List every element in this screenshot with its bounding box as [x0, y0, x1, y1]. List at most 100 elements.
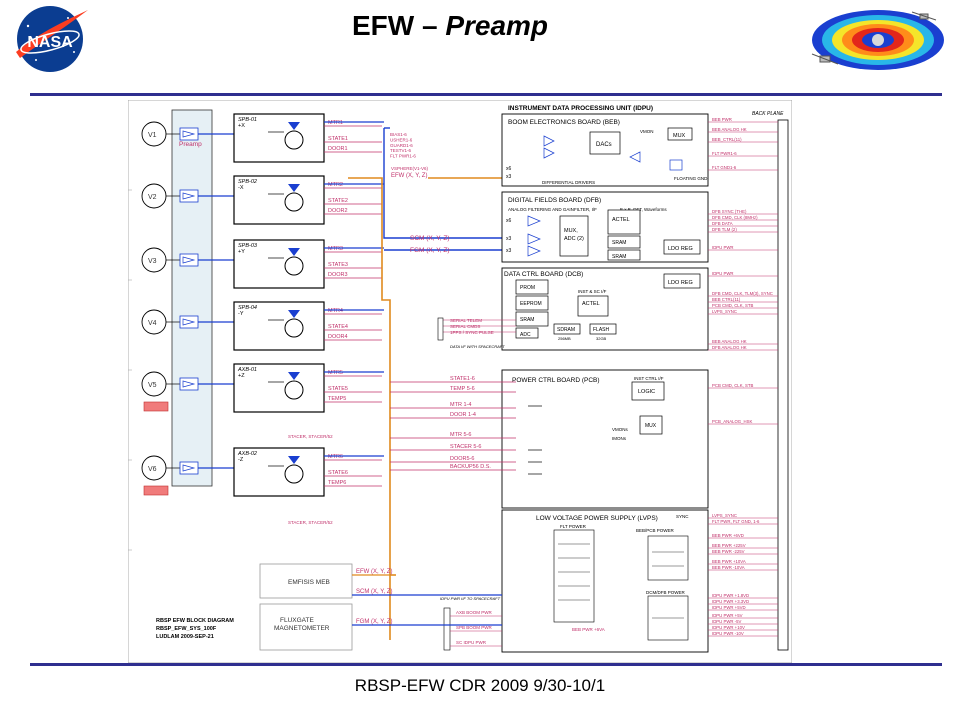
output-label-dcb: BEB CTRL(11) — [712, 297, 741, 302]
magnetometer-label: MAGNETOMETER — [274, 625, 330, 632]
output-label-beb: BEB_CTRL(11) — [712, 137, 742, 142]
dcb-serial-label: SERIAL TELEM — [450, 318, 482, 323]
preamp-amp — [182, 318, 196, 326]
dcb-sdram-size: 256MB — [558, 336, 571, 341]
diode-icon — [288, 372, 300, 380]
lvps-title: LOW VOLTAGE POWER SUPPLY (LVPS) — [536, 515, 658, 522]
beb-x6: x6 — [506, 166, 512, 172]
motor-circle — [284, 192, 304, 212]
dfb-analog: ANALOG FILTERING AND GAIN — [508, 207, 574, 212]
block-diagram-title: RBSP EFW BLOCK DIAGRAM — [156, 618, 234, 624]
output-label-lvps: IDPU PWR +5V — [712, 613, 743, 618]
stacer-heater — [143, 401, 169, 412]
pcb-logic: LOGIC — [638, 389, 655, 395]
dfb-sram-2: SRAM — [612, 254, 626, 260]
signal-label-mtr: MTR1 — [328, 120, 343, 126]
diode-icon — [288, 184, 300, 192]
stacer-label-1: STACER, STACER/52 — [288, 434, 333, 439]
boom-axis: +X — [238, 123, 245, 129]
dfb-mux: MUX, — [564, 228, 578, 234]
sensor-label: V5 — [148, 382, 157, 389]
diode-icon — [288, 310, 300, 318]
dcb-inst: INST & SC I/F — [578, 289, 607, 294]
pcb-line-label: TEMP 5-6 — [450, 386, 475, 392]
boom-box — [233, 175, 325, 225]
signal-label-last: DOOR1 — [328, 146, 348, 152]
output-label-beb: FLT PWR1-6 — [712, 151, 737, 156]
dfb-filter: FILTER, I/F — [574, 207, 597, 212]
beb-input-label: BIAS1-6 — [390, 132, 407, 137]
svg-text:NASA: NASA — [27, 34, 73, 51]
lvps-input-label: AXB BOOM PWR — [456, 610, 493, 615]
diode-icon — [288, 456, 300, 464]
header-divider — [30, 93, 942, 96]
output-label-dcb: IDPU PWR — [712, 271, 734, 276]
signal-label-state: STATE5 — [328, 386, 348, 392]
beb-x3: x3 — [506, 174, 512, 180]
dcb-flash-size: 32GB — [596, 336, 607, 341]
lvps-if-label: IDPU PWR I/F TO SPACECRAFT — [440, 596, 501, 601]
emfisis-meb: EMFISIS MEB — [288, 579, 330, 586]
dfb-sram: SRAM — [612, 240, 626, 246]
signal-label-mtr: MTR2 — [328, 182, 343, 188]
lvps-bebpcb-label: BEB/PCB POWER — [636, 528, 675, 533]
preamp-amp — [182, 192, 196, 200]
output-label-beb: BEB ANALOG HK — [712, 127, 747, 132]
dfb-x3a: x3 — [506, 236, 512, 242]
signal-label-mtr: MTR4 — [328, 308, 343, 314]
beb-input-label: FLT PWR1-6 — [390, 154, 416, 159]
pcb-line-label: STACER 5-6 — [450, 444, 481, 450]
scm-output-label: SCM (X, Y, Z) — [356, 589, 392, 595]
sensor-label: V4 — [148, 320, 157, 327]
beb-dacs: DACs — [596, 142, 612, 148]
boom-axis: -Y — [238, 311, 244, 317]
output-label-lvps: FLT PWR, FLT GND, 1-6 — [712, 519, 760, 524]
dfb-x3b: x3 — [506, 248, 512, 254]
lvps-input-label: SPB BOOM PWR — [456, 625, 493, 630]
boom-name: SPB-01 — [238, 117, 257, 123]
efw-output-label: EFW (X, Y, Z) — [356, 569, 392, 575]
dfb-actel: ACTEL — [612, 217, 630, 223]
pcb-inst: INST CTRL I/F — [634, 376, 664, 381]
output-label-lvps: IDPU PWR -10V — [712, 631, 744, 636]
dcb-sdram: SDRAM — [557, 327, 575, 333]
preamp-amp — [182, 464, 196, 472]
dcb-title: DATA CTRL BOARD (DCB) — [504, 271, 583, 278]
stacer-heater — [143, 485, 169, 496]
boom-axis: +Y — [238, 249, 245, 255]
dcb-adc: ADC — [520, 332, 531, 338]
pcb-line-label: DOOR5-6 — [450, 456, 474, 462]
dfb-title: DIGITAL FIELDS BOARD (DFB) — [508, 197, 601, 204]
boom-name: SPB-03 — [238, 243, 258, 249]
signal-label-state: STATE1 — [328, 136, 348, 142]
boom-name: SPB-02 — [238, 179, 257, 185]
boom-name: AXB-02 — [237, 451, 257, 457]
output-label-lvps: IDPU PWR +5VD — [712, 605, 746, 610]
signal-label-state: STATE4 — [328, 324, 348, 330]
motor-circle — [284, 380, 304, 400]
dfb-x6: x6 — [506, 218, 512, 224]
pcb-line-label: DOOR 1-4 — [450, 412, 476, 418]
output-label-lvps: IDPU PWR +1.8VD — [712, 593, 749, 598]
output-label-lvps: BEB PWR +225V — [712, 543, 746, 548]
vsphere-label: VSPHERE(V1-V6) — [391, 166, 429, 171]
pcb-vmon: VMONs — [612, 427, 629, 432]
signal-label-state: STATE6 — [328, 470, 348, 476]
beb-diff-drivers: DIFFERENTIAL DRIVERS — [542, 180, 595, 185]
boom-box — [233, 239, 325, 289]
boom-name: AXB-01 — [237, 367, 257, 373]
beb-input-label: GUARD1-6 — [390, 143, 413, 148]
output-label-lvps: IDPU PWR +10V — [712, 625, 745, 630]
output-label-beb: FLT GND1-6 — [712, 165, 737, 170]
signal-label-mtr: MTR3 — [328, 246, 343, 252]
lvps-beb-pwr: BEB PWR +6VA — [572, 627, 605, 632]
motor-circle — [284, 256, 304, 276]
fgm-output-label: FGM (X, Y, Z) — [356, 619, 392, 625]
pcb-line-label: MTR 1-4 — [450, 402, 471, 408]
block-diagram-doc: RBSP_EFW_SYS_100F — [156, 626, 217, 632]
output-label-dcb: DFB CMD, CLK, TLM(3), SYNC — [712, 291, 773, 296]
